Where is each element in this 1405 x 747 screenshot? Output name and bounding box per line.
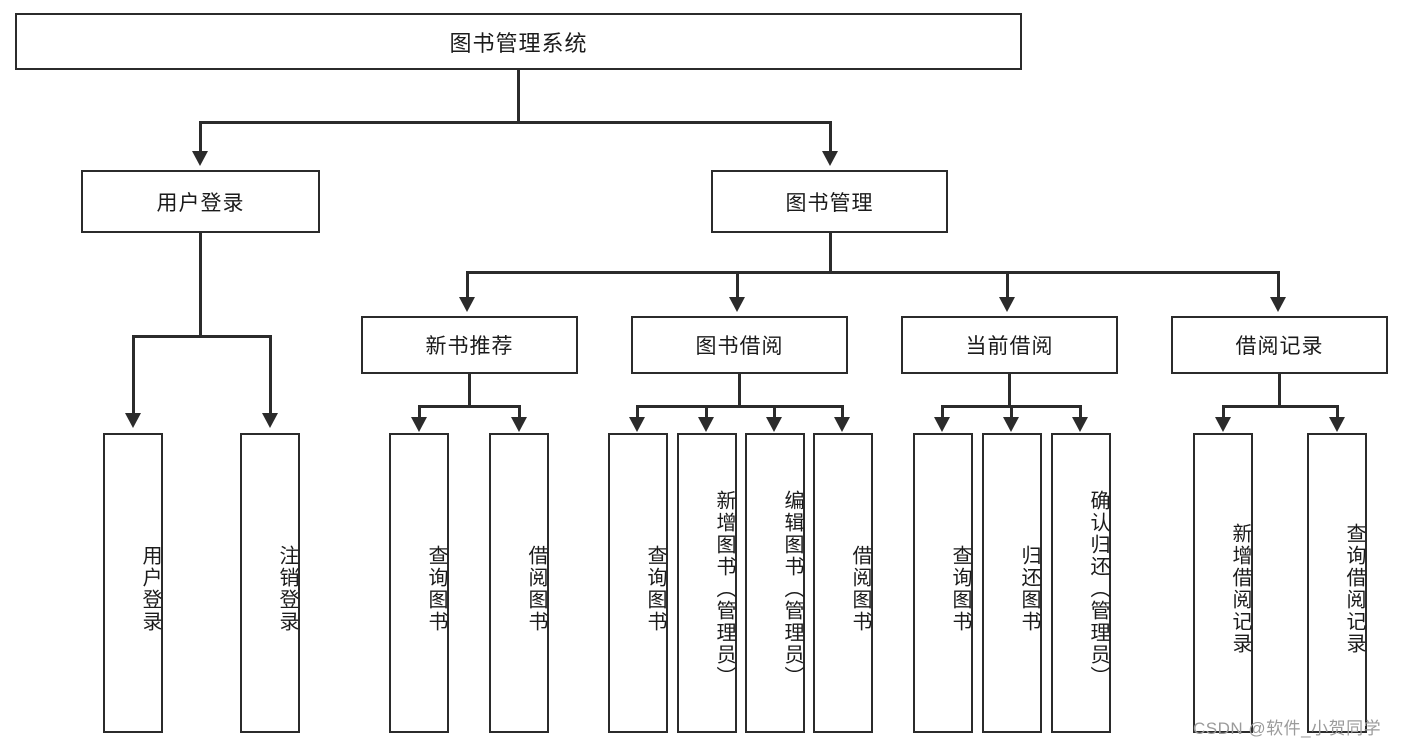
- arrow-to-book-borrow: [729, 297, 745, 312]
- edge-level2-bar: [199, 121, 832, 124]
- edge-current-borrow-leaf-0: [941, 405, 944, 419]
- leaf-user-login[interactable]: 用户登录: [103, 433, 163, 733]
- arrow-user-login-leaf-0: [125, 413, 141, 428]
- leaf-label: 编辑图书（管理员）: [781, 490, 803, 688]
- node-label: 图书管理: [785, 191, 874, 215]
- leaf-logout[interactable]: 注销登录: [240, 433, 300, 733]
- arrow-to-borrow-record: [1270, 297, 1286, 312]
- leaf-query-book-borrow[interactable]: 查询图书: [608, 433, 668, 733]
- leaf-return-book[interactable]: 归还图书: [982, 433, 1042, 733]
- arrow-new-book-recommend-leaf-1: [511, 417, 527, 432]
- leaf-label: 注销登录: [276, 545, 298, 633]
- arrow-current-borrow-leaf-0: [934, 417, 950, 432]
- node-borrow-record[interactable]: 借阅记录: [1171, 316, 1388, 374]
- edge-book-borrow-bar: [636, 405, 843, 408]
- leaf-query-book-recommend[interactable]: 查询图书: [389, 433, 449, 733]
- edge-book-borrow-leaf-1: [705, 405, 708, 419]
- edge-user-login-leaf-0: [132, 335, 135, 415]
- arrow-current-borrow-leaf-1: [1003, 417, 1019, 432]
- leaf-label: 归还图书: [1018, 545, 1040, 633]
- edge-new-book-recommend-stem: [468, 374, 471, 407]
- leaf-label: 新增图书（管理员）: [713, 490, 735, 688]
- arrow-borrow-record-leaf-1: [1329, 417, 1345, 432]
- edge-current-borrow-leaf-2: [1079, 405, 1082, 419]
- leaf-label: 确认归还（管理员）: [1087, 490, 1109, 688]
- arrow-user-login-leaf-1: [262, 413, 278, 428]
- edge-root-stem: [517, 70, 520, 123]
- leaf-label: 查询图书: [425, 545, 447, 633]
- edge-book-management-stem: [829, 233, 832, 273]
- edge-to-book-management: [829, 121, 832, 153]
- edge-book-borrow-leaf-2: [773, 405, 776, 419]
- arrow-book-borrow-leaf-1: [698, 417, 714, 432]
- arrow-borrow-record-leaf-0: [1215, 417, 1231, 432]
- node-user-login[interactable]: 用户登录: [81, 170, 320, 233]
- edge-to-borrow-record: [1277, 271, 1280, 299]
- arrow-book-borrow-leaf-2: [766, 417, 782, 432]
- leaf-add-book-admin[interactable]: 新增图书（管理员）: [677, 433, 737, 733]
- edge-borrow-record-bar: [1222, 405, 1338, 408]
- node-root-book-management-system[interactable]: 图书管理系统: [15, 13, 1022, 70]
- arrow-current-borrow-leaf-2: [1072, 417, 1088, 432]
- edge-to-new-book-recommend: [466, 271, 469, 299]
- edge-current-borrow-stem: [1008, 374, 1011, 407]
- node-label: 图书管理系统: [449, 30, 588, 56]
- node-label: 当前借阅: [965, 335, 1054, 358]
- node-label: 新书推荐: [425, 335, 514, 358]
- arrow-book-borrow-leaf-0: [629, 417, 645, 432]
- node-label: 用户登录: [156, 191, 245, 215]
- leaf-label: 借阅图书: [525, 545, 547, 633]
- edge-new-book-recommend-leaf-1: [518, 405, 521, 419]
- edge-borrow-record-leaf-1: [1336, 405, 1339, 419]
- leaf-label: 用户登录: [139, 545, 161, 633]
- edge-new-book-recommend-bar: [418, 405, 520, 408]
- leaf-label: 查询图书: [949, 545, 971, 633]
- leaf-edit-book-admin[interactable]: 编辑图书（管理员）: [745, 433, 805, 733]
- arrow-to-new-book-recommend: [459, 297, 475, 312]
- leaf-add-borrow-record[interactable]: 新增借阅记录: [1193, 433, 1253, 733]
- node-book-management[interactable]: 图书管理: [711, 170, 948, 233]
- edge-book-borrow-leaf-0: [636, 405, 639, 419]
- edge-new-book-recommend-leaf-0: [418, 405, 421, 419]
- edge-to-book-borrow: [736, 271, 739, 299]
- edge-to-user-login: [199, 121, 202, 153]
- edge-to-current-borrow: [1006, 271, 1009, 299]
- arrow-to-user-login: [192, 151, 208, 166]
- leaf-label: 查询借阅记录: [1343, 523, 1365, 655]
- edge-user-login-leaf-1: [269, 335, 272, 415]
- edge-borrow-record-leaf-0: [1222, 405, 1225, 419]
- leaf-query-book-current[interactable]: 查询图书: [913, 433, 973, 733]
- leaf-query-borrow-record[interactable]: 查询借阅记录: [1307, 433, 1367, 733]
- edge-user-login-stem: [199, 233, 202, 337]
- leaf-borrow-book[interactable]: 借阅图书: [813, 433, 873, 733]
- leaf-label: 查询图书: [644, 545, 666, 633]
- edge-user-login-bar: [132, 335, 271, 338]
- leaf-borrow-book-recommend[interactable]: 借阅图书: [489, 433, 549, 733]
- edge-borrow-record-stem: [1278, 374, 1281, 407]
- node-book-borrow[interactable]: 图书借阅: [631, 316, 848, 374]
- leaf-label: 借阅图书: [849, 545, 871, 633]
- edge-book-borrow-leaf-3: [841, 405, 844, 419]
- node-label: 借阅记录: [1235, 335, 1324, 358]
- node-current-borrow[interactable]: 当前借阅: [901, 316, 1118, 374]
- node-label: 图书借阅: [695, 335, 784, 358]
- edge-level3-bar: [466, 271, 1280, 274]
- arrow-to-current-borrow: [999, 297, 1015, 312]
- edge-current-borrow-leaf-1: [1010, 405, 1013, 419]
- arrow-new-book-recommend-leaf-0: [411, 417, 427, 432]
- arrow-book-borrow-leaf-3: [834, 417, 850, 432]
- leaf-confirm-return-admin[interactable]: 确认归还（管理员）: [1051, 433, 1111, 733]
- arrow-to-book-management: [822, 151, 838, 166]
- node-new-book-recommend[interactable]: 新书推荐: [361, 316, 578, 374]
- leaf-label: 新增借阅记录: [1229, 523, 1251, 655]
- csdn-watermark: CSDN @软件_小贺同学: [1193, 719, 1382, 738]
- edge-book-borrow-stem: [738, 374, 741, 407]
